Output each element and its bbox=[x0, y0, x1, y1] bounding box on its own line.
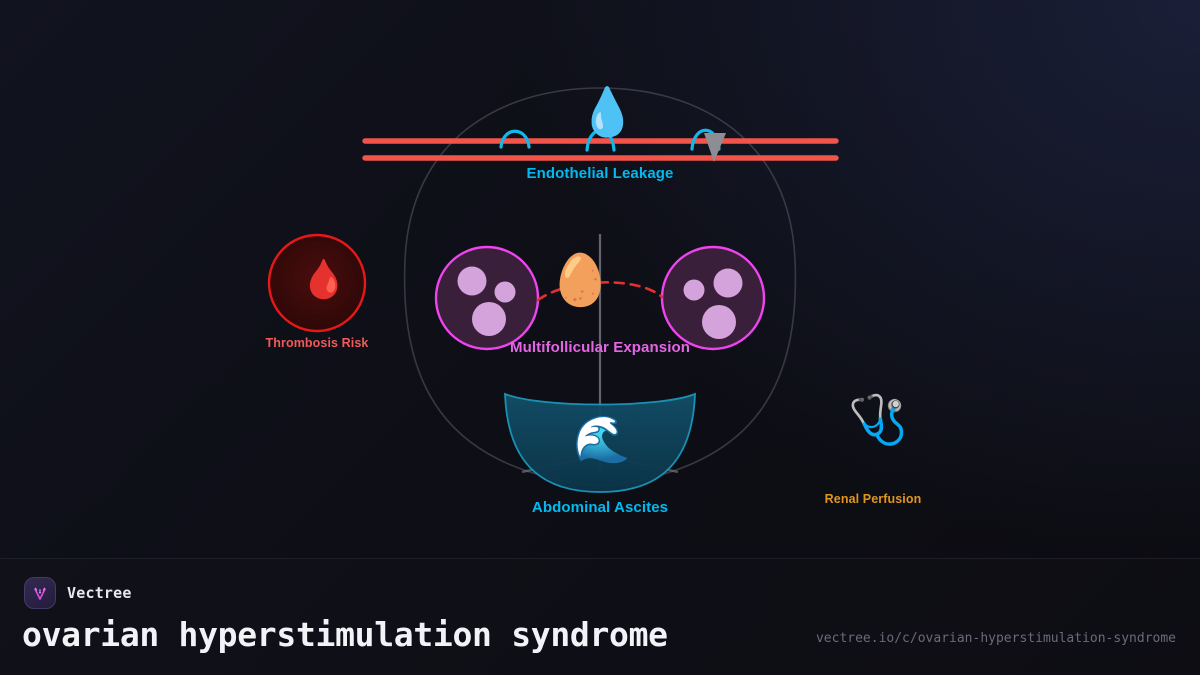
page-url: vectree.io/c/ovarian-hyperstimulation-sy… bbox=[815, 631, 1176, 646]
vectree-logo-icon bbox=[24, 577, 56, 609]
node-label-endothelial-leakage: Endothelial Leakage bbox=[526, 165, 674, 182]
node-label-abdominal-ascites: Abdominal Ascites bbox=[531, 499, 669, 516]
wave-icon: 🌊 bbox=[573, 412, 631, 466]
leak-arrow-icon bbox=[704, 133, 726, 162]
thrombosis-risk-node[interactable] bbox=[267, 233, 367, 333]
footer-bar: Vectree ovarian hyperstimulation syndrom… bbox=[0, 558, 1200, 675]
diagram-svg bbox=[267, 87, 839, 493]
brand-row[interactable]: Vectree bbox=[24, 577, 132, 609]
droplet-icon: 💧 bbox=[578, 85, 637, 140]
ascites-basin[interactable] bbox=[504, 392, 696, 493]
endothelial-pore-left bbox=[499, 129, 531, 149]
blood-drop-icon: 🩸 bbox=[300, 257, 348, 301]
ovary-left[interactable] bbox=[434, 245, 540, 351]
ovary-link bbox=[536, 281, 664, 302]
stethoscope-icon: 🩺 bbox=[848, 392, 908, 448]
ovary-right[interactable] bbox=[660, 245, 766, 351]
node-label-renal-perfusion: Renal Perfusion bbox=[824, 492, 922, 506]
brand-name: Vectree bbox=[67, 584, 132, 602]
node-label-thrombosis-risk: Thrombosis Risk bbox=[265, 336, 369, 350]
endothelial-pore-center bbox=[585, 129, 616, 152]
diagram-stage: 💧 🥚 🌊 🩸 🩺 Endothelial Leakage Multifolli… bbox=[265, 85, 922, 516]
vectree-logo-glyph bbox=[34, 587, 46, 600]
egg-icon: 🥚 bbox=[549, 251, 612, 309]
node-label-multifollicular-expansion: Multifollicular Expansion bbox=[509, 339, 691, 356]
vessel-group[interactable] bbox=[362, 128, 839, 162]
page-title: ovarian hyperstimulation syndrome bbox=[22, 615, 668, 654]
